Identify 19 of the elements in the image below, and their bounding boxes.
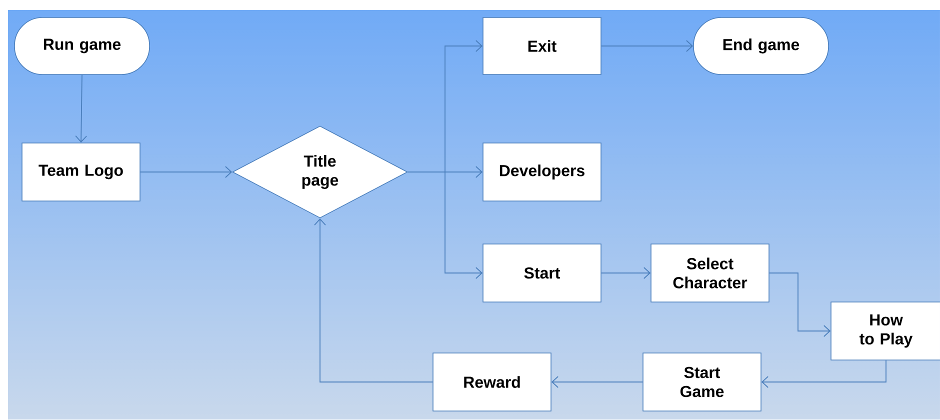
- process-box: Reward: [432, 352, 552, 412]
- process-box: Start: [482, 244, 602, 302]
- terminal-box: Run game: [14, 17, 150, 75]
- arrow: [551, 376, 644, 388]
- process-box: Start Game: [642, 352, 762, 412]
- arrow: [140, 166, 232, 178]
- process-box: Developers: [482, 142, 602, 202]
- process-box: Select Character: [650, 244, 770, 302]
- arrow: [761, 360, 886, 388]
- arrow: [314, 218, 434, 382]
- arrow: [768, 272, 831, 337]
- process-box: Exit: [482, 17, 602, 75]
- terminal-box: End game: [693, 17, 829, 75]
- arrow: [407, 172, 483, 279]
- process-box: Team Logo: [22, 142, 140, 202]
- arrow: [600, 40, 694, 52]
- arrow: [75, 74, 88, 143]
- arrow: [600, 267, 651, 279]
- process-box: How to Play: [830, 302, 940, 360]
